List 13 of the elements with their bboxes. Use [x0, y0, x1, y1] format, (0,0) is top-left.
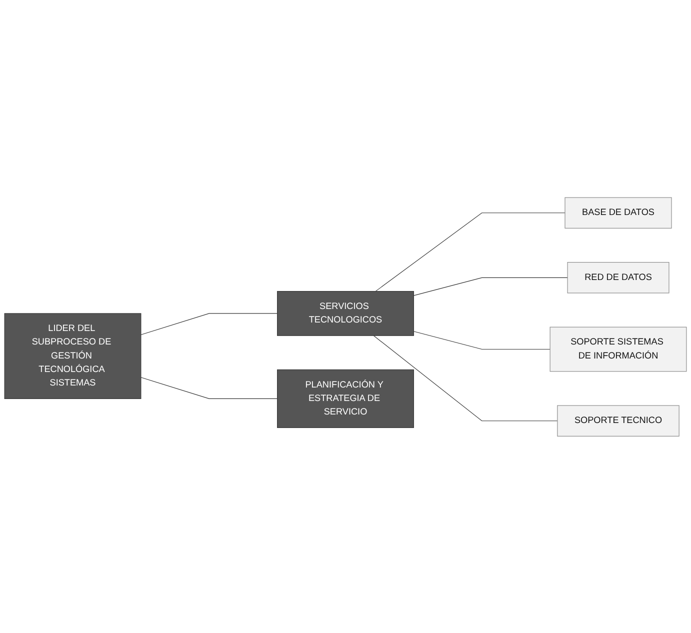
- node-box: PLANIFICACIÓN Y ESTRATEGIA DE SERVICIO: [277, 369, 414, 428]
- node-box: SERVICIOS TECNOLOGICOS: [277, 290, 414, 336]
- node-box: SOPORTE SISTEMAS DE INFORMACIÓN: [550, 326, 687, 372]
- node-box: LIDER DEL SUBPROCESO DE GESTIÓN TECNOLÓGICA SISTEMAS: [4, 312, 142, 399]
- node-box: SOPORTE TECNICO: [557, 404, 680, 436]
- node-box: RED DE DATOS: [567, 262, 670, 293]
- node-box: BASE DE DATOS: [564, 196, 672, 228]
- connector: [140, 376, 278, 399]
- connector: [375, 212, 566, 292]
- connector: [413, 330, 550, 350]
- connector: [413, 277, 568, 296]
- connector: [140, 312, 278, 335]
- connector: [373, 334, 558, 421]
